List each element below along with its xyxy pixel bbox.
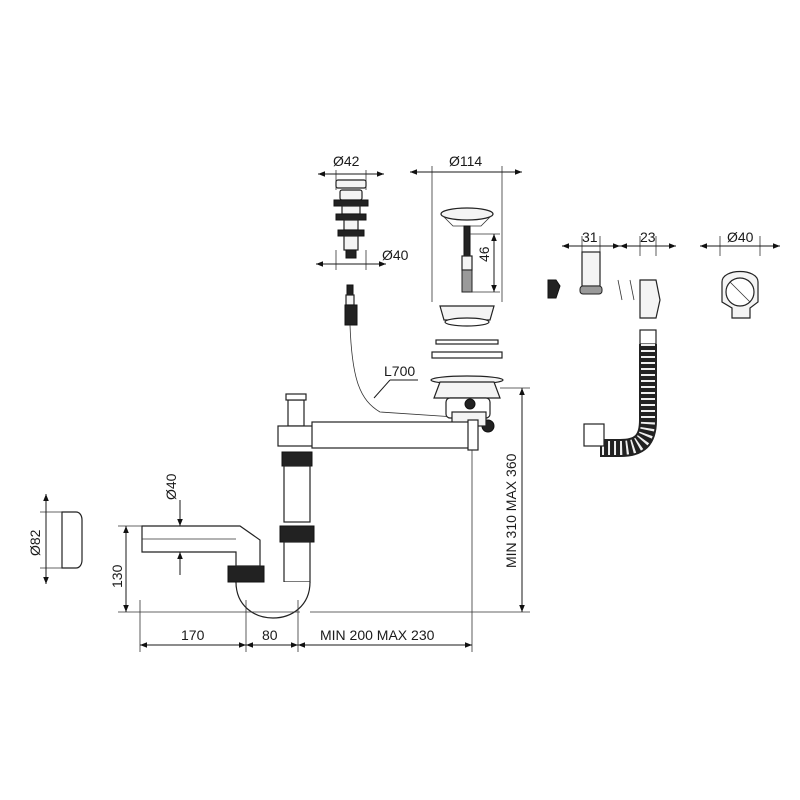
- label-h46: 46: [476, 246, 492, 262]
- overflow-hose: [583, 329, 657, 457]
- dim-vertical: [310, 387, 530, 613]
- label-w31: 31: [582, 229, 598, 245]
- label-d114: Ø114: [449, 153, 482, 169]
- label-d40-pipe: Ø40: [163, 473, 179, 500]
- label-w-min-max: MIN 200 MAX 230: [320, 627, 435, 643]
- label-w80: 80: [262, 627, 278, 643]
- popup-plug: [316, 170, 386, 270]
- popup-cable: [344, 284, 471, 419]
- label-w170: 170: [181, 627, 205, 643]
- overflow-parts: [547, 236, 780, 319]
- dim-130: [118, 525, 300, 613]
- basket-strainer: [410, 166, 522, 433]
- label-d42: Ø42: [333, 153, 360, 169]
- label-h130: 130: [109, 564, 125, 588]
- label-l700: L700: [384, 363, 415, 379]
- label-h-min-max: MIN 310 MAX 360: [503, 453, 519, 568]
- label-d40-plug: Ø40: [382, 247, 409, 263]
- end-cap: [40, 494, 83, 584]
- label-d40-elbow: Ø40: [727, 229, 754, 245]
- label-w23: 23: [640, 229, 656, 245]
- siphon-body: [141, 393, 479, 619]
- label-d82: Ø82: [27, 529, 43, 556]
- dim-horizontal: [139, 450, 473, 652]
